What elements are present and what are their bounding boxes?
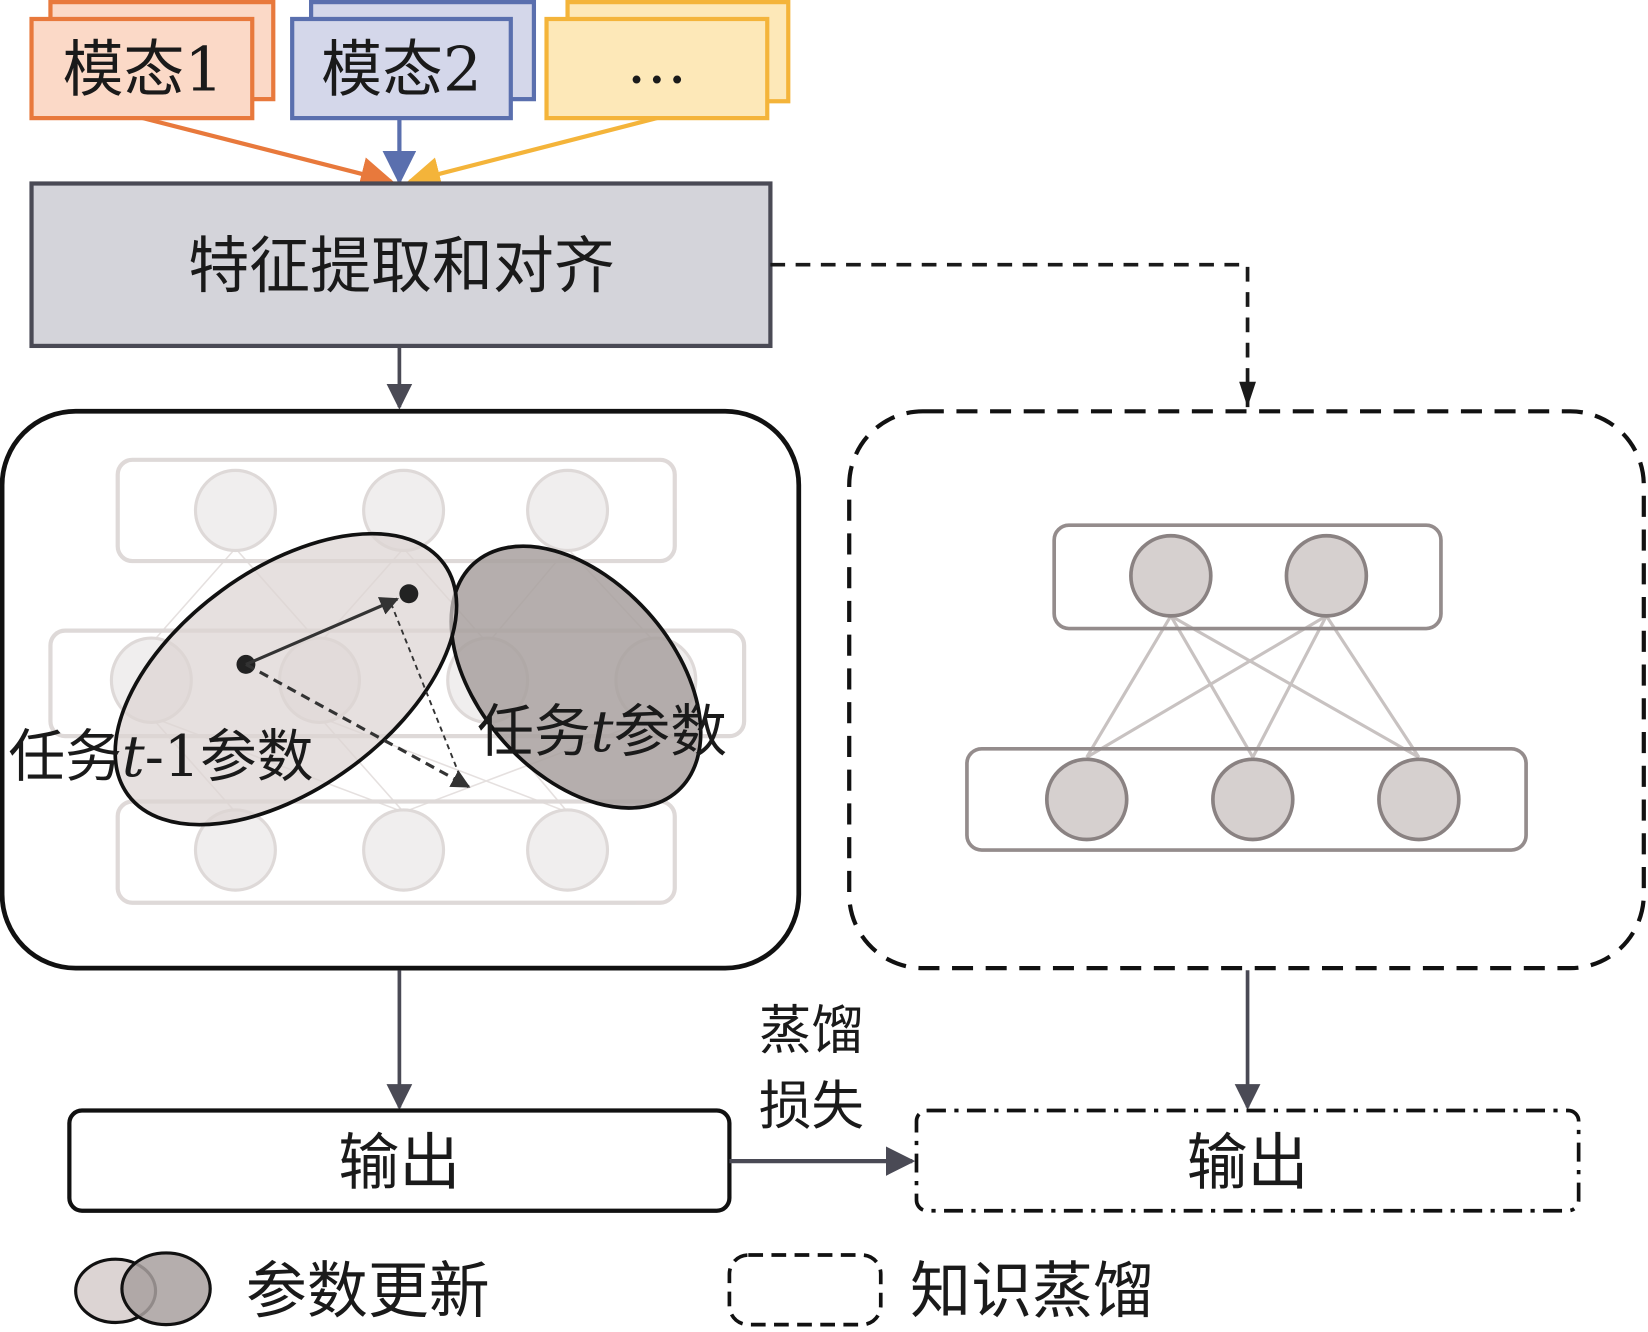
faded-node xyxy=(362,808,446,892)
right-output-label: 输出 xyxy=(1187,1127,1309,1198)
legend-ellipse-icon-curr xyxy=(120,1251,212,1327)
distill-loss-label-line1: 蒸馏 xyxy=(759,1000,864,1061)
faded-node xyxy=(193,468,277,553)
modality-card-2-front xyxy=(290,16,513,121)
param-point-curr xyxy=(399,584,419,604)
modality-label-1: 模态1 xyxy=(63,35,224,106)
feature-extraction-label: 特征提取和对齐 xyxy=(188,231,615,302)
param-update-arrow xyxy=(245,597,400,666)
legend-param-update: 参数更新 xyxy=(74,1251,490,1327)
arrow-modality-more xyxy=(406,116,658,191)
teacher-node xyxy=(1284,533,1369,618)
modality-card-3-front xyxy=(544,16,770,121)
task-t-minus-1-label: 任务t-1参数 xyxy=(8,724,313,790)
teacher-node xyxy=(1129,533,1213,618)
legend-knowledge-distill-label: 知识蒸馏 xyxy=(910,1256,1154,1327)
teacher-node xyxy=(1211,757,1295,842)
teacher-node xyxy=(1044,757,1129,842)
teacher-node xyxy=(1377,757,1461,842)
faded-node xyxy=(526,808,610,892)
legend-knowledge-distill: 知识蒸馏 xyxy=(727,1253,1154,1327)
right-output-box xyxy=(914,1108,1581,1213)
teacher-layer-top xyxy=(1052,523,1443,631)
teacher-connections xyxy=(1085,614,1421,759)
task-t-label: 任务t参数 xyxy=(477,699,727,765)
arrow-modality-1 xyxy=(142,116,395,191)
left-output-label: 输出 xyxy=(338,1127,460,1198)
modality-label-more: … xyxy=(626,26,687,97)
modality-card-2: 模态2 xyxy=(290,0,537,121)
dashed-connector-to-teacher xyxy=(770,262,1250,408)
faded-node xyxy=(526,468,610,553)
param-drift-arrow-thin xyxy=(390,602,464,783)
faded-layer-bottom xyxy=(115,799,677,905)
modality-label-2: 模态2 xyxy=(321,35,482,106)
teacher-layer-bottom xyxy=(965,746,1528,852)
task-t-minus-1-param-ellipse xyxy=(113,531,459,827)
teacher-network xyxy=(965,523,1528,852)
legend-dashed-box-icon xyxy=(727,1253,883,1327)
param-drift-arrow-dashed xyxy=(245,663,471,789)
dashed-arrow-head xyxy=(1239,381,1256,408)
task-t-param-ellipse xyxy=(449,544,703,810)
modality-card-more: … xyxy=(544,0,791,121)
modality-card-1: 模态1 xyxy=(29,0,276,121)
distillation-model-panel xyxy=(847,409,1646,971)
distill-loss-label-line2: 损失 xyxy=(759,1076,864,1137)
modality-card-1-front xyxy=(29,16,255,121)
legend-param-update-label: 参数更新 xyxy=(246,1256,490,1327)
